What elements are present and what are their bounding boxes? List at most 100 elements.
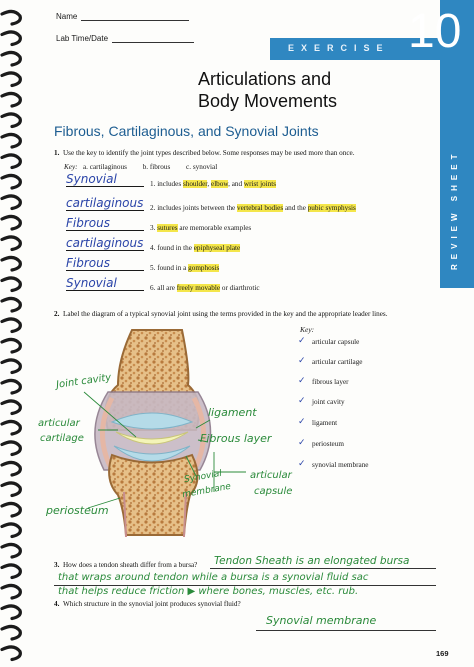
q3-answer-line1: Tendon Sheath is an elongated bursa <box>214 555 410 567</box>
label-periosteum: periosteum <box>46 504 109 517</box>
spiral-coil <box>0 501 22 518</box>
label-articular-cartilage-1: articular <box>38 418 80 429</box>
q2-key-item: ✓periosteum <box>298 438 344 448</box>
q2-key-item: ✓fibrous layer <box>298 376 349 386</box>
spiral-coil <box>0 419 22 436</box>
spiral-coil <box>0 624 22 641</box>
q1-answer-text: Fibrous <box>66 216 110 230</box>
periosteum <box>123 491 187 538</box>
check-icon: ✓ <box>298 417 306 427</box>
svg-text:REVIEW SHEET: REVIEW SHEET <box>450 150 459 270</box>
q2-key-item: ✓joint cavity <box>298 396 345 406</box>
spiral-binding <box>0 9 22 662</box>
check-icon: ✓ <box>298 356 306 366</box>
articular-cartilage-upper <box>110 412 194 430</box>
q1-item-text: 6. all are freely movable or diarthrotic <box>150 284 260 292</box>
label-articular-cartilage-2: cartilage <box>40 433 84 444</box>
q1-key: Key: a. cartilaginous b. fibrous c. syno… <box>64 163 218 171</box>
check-icon: ✓ <box>298 396 306 406</box>
label-articular-capsule-2: capsule <box>254 486 293 497</box>
q2-key-item: ✓synovial membrane <box>298 459 369 469</box>
q3-answer-line2: that wraps around tendon while a bursa i… <box>58 572 369 583</box>
spiral-coil <box>0 30 22 47</box>
spiral-coil <box>0 235 22 252</box>
exercise-number: 10 <box>408 5 462 58</box>
exercise-band <box>270 38 474 60</box>
q1-item-text: 1. includes shoulder, elbow, and wrist j… <box>150 180 277 188</box>
q2-key-item: ✓articular capsule <box>298 336 360 346</box>
spiral-coil <box>0 645 22 662</box>
q3-prompt: 3. How does a tendon sheath differ from … <box>54 561 198 569</box>
q1-answer-blank: Fibrous <box>66 216 144 231</box>
q1-prompt: 1. Use the key to identify the joint typ… <box>54 149 355 157</box>
check-icon: ✓ <box>298 376 306 386</box>
q1-item-text: 3. sutures are memorable examples <box>150 224 252 232</box>
check-icon: ✓ <box>298 438 306 448</box>
q1-answer-text: Synovial <box>66 172 117 186</box>
spiral-coil <box>0 542 22 559</box>
page-number: 169 <box>436 649 449 658</box>
q1-answer-text: cartilaginous <box>66 236 144 250</box>
tibia-bone <box>108 453 199 536</box>
spiral-coil <box>0 9 22 26</box>
spiral-coil <box>0 399 22 416</box>
spiral-coil <box>0 91 22 108</box>
spiral-coil <box>0 173 22 190</box>
spiral-coil <box>0 132 22 149</box>
spiral-coil <box>0 604 22 621</box>
q1-item-text: 2. includes joints between the vertebral… <box>150 204 356 212</box>
q2-key-item: ✓ligament <box>298 417 338 427</box>
section-heading: Fibrous, Cartilaginous, and Synovial Joi… <box>54 123 319 139</box>
q1-answer-blank: cartilaginous <box>66 196 144 211</box>
check-icon: ✓ <box>298 336 306 346</box>
label-fibrous-layer: Fibrous layer <box>200 432 272 445</box>
spiral-coil <box>0 522 22 539</box>
ligament-right <box>191 396 207 468</box>
spiral-coil <box>0 214 22 231</box>
q1-answer-blank: Fibrous <box>66 256 144 271</box>
q1-answer-text: Synovial <box>66 276 117 290</box>
spiral-coil <box>0 583 22 600</box>
name-field: Name <box>56 12 190 21</box>
q1-item-text: 5. found in a gomphosis <box>150 264 220 272</box>
ligament-left <box>99 396 115 468</box>
spiral-coil <box>0 337 22 354</box>
check-icon: ✓ <box>298 459 306 469</box>
label-articular-capsule-1: articular <box>250 470 292 481</box>
q4-answer: Synovial membrane <box>266 614 377 627</box>
spiral-coil <box>0 460 22 477</box>
q1-item-text: 4. found in the epiphyseal plate <box>150 244 241 252</box>
spiral-coil <box>0 276 22 293</box>
spiral-coil <box>0 358 22 375</box>
q4-prompt: 4. Which structure in the synovial joint… <box>54 600 241 608</box>
q1-answer-blank: Synovial <box>66 276 144 291</box>
exercise-label: EXERCISE <box>288 43 390 53</box>
labtime-field: Lab Time/Date <box>56 34 195 43</box>
spiral-coil <box>0 50 22 67</box>
spiral-coil <box>0 255 22 272</box>
spiral-coil <box>0 296 22 313</box>
joint-cavity <box>115 431 189 445</box>
spiral-coil <box>0 563 22 580</box>
spiral-coil <box>0 194 22 211</box>
spiral-coil <box>0 112 22 129</box>
page-title: Articulations and Body Movements <box>198 69 338 111</box>
spiral-coil <box>0 71 22 88</box>
q1-answer-text: cartilaginous <box>66 196 144 210</box>
spiral-coil <box>0 153 22 170</box>
articular-cartilage-lower <box>113 445 191 462</box>
q1-answer-text: Fibrous <box>66 256 110 270</box>
q2-key-title: Key: <box>300 325 315 334</box>
q3-answer-line3: that helps reduce friction ▶ where bones… <box>58 586 359 597</box>
q2-key-item: ✓articular cartilage <box>298 356 363 366</box>
label-ligament: ligament <box>208 406 257 419</box>
spiral-coil <box>0 317 22 334</box>
q1-answer-blank: Synovial <box>66 172 144 187</box>
spiral-coil <box>0 440 22 457</box>
spiral-coil <box>0 481 22 498</box>
q2-prompt: 2. Label the diagram of a typical synovi… <box>54 310 388 318</box>
spiral-coil <box>0 378 22 395</box>
q1-answer-blank: cartilaginous <box>66 236 144 251</box>
